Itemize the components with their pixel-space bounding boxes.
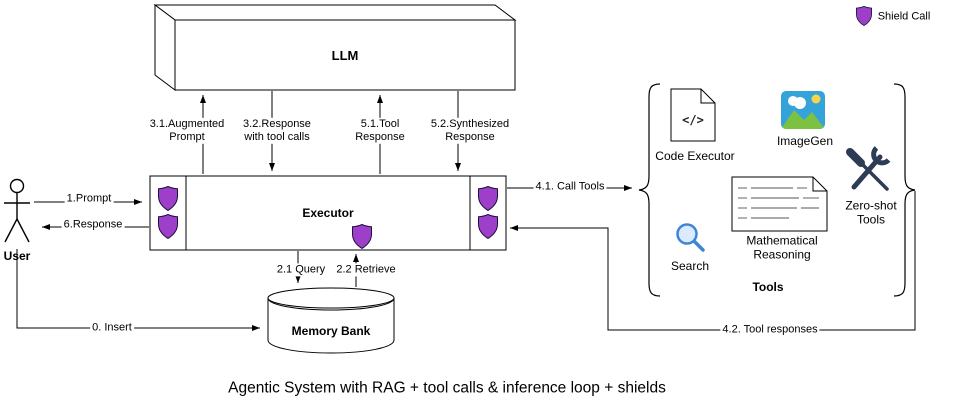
legend-label: Shield Call (877, 10, 931, 23)
tools-right-brace (893, 83, 916, 297)
edge-insert (16, 249, 260, 331)
edge-label-insert: 0. Insert (90, 321, 134, 335)
magnifier-icon (674, 221, 706, 258)
edge-label-prompt: 1.Prompt (64, 192, 114, 206)
edge-label-call-tools: 4.1. Call Tools (533, 180, 607, 194)
equation-lines (738, 187, 819, 219)
code-document-icon: </> (670, 88, 716, 147)
edge-tool-responses (510, 191, 916, 331)
user-figure (4, 178, 30, 243)
tools-left-brace (638, 83, 661, 297)
edge-label-synthesized-response: 5.2.Synthesized Response (423, 117, 517, 145)
tool-label-zero-shot-tools: Zero-shot Tools (845, 198, 897, 227)
math-document-icon (731, 176, 829, 238)
tool-label-mathematical-reasoning: Mathematical Reasoning (746, 233, 818, 262)
tool-label-code-executor: Code Executor (655, 148, 735, 163)
tools-group-label: Tools (752, 279, 784, 294)
edge-label-query: 2.1 Query (274, 263, 328, 277)
executor-label: Executor (302, 205, 354, 220)
memory-bank-label: Memory Bank (291, 323, 371, 338)
llm-node (153, 4, 517, 91)
edge-label-response-with-tool-calls: 3.2.Response with tool calls (232, 117, 322, 145)
code-glyph: </> (682, 113, 704, 127)
llm-label: LLM (331, 48, 359, 64)
edge-label-tool-response: 5.1.Tool Response (346, 117, 414, 145)
crossed-tools-icon (842, 144, 892, 203)
edge-label-retrieve: 2.2 Retrieve (334, 263, 398, 277)
memory-bank-node (267, 287, 395, 354)
edge-label-tool-responses: 4.2. Tool responses (720, 323, 820, 337)
diagram-caption: Agentic System with RAG + tool calls & i… (228, 379, 666, 397)
executor-node (149, 175, 507, 251)
user-label: User (3, 248, 31, 263)
tool-label-search: Search (670, 258, 710, 273)
edge-label-augmented-prompt: 3.1.Augmented Prompt (144, 117, 230, 145)
tool-label-imagegen: ImageGen (776, 133, 834, 148)
image-icon (780, 90, 826, 135)
legend-shield-icon (856, 6, 872, 26)
edge-label-response: 6.Response (61, 218, 125, 232)
